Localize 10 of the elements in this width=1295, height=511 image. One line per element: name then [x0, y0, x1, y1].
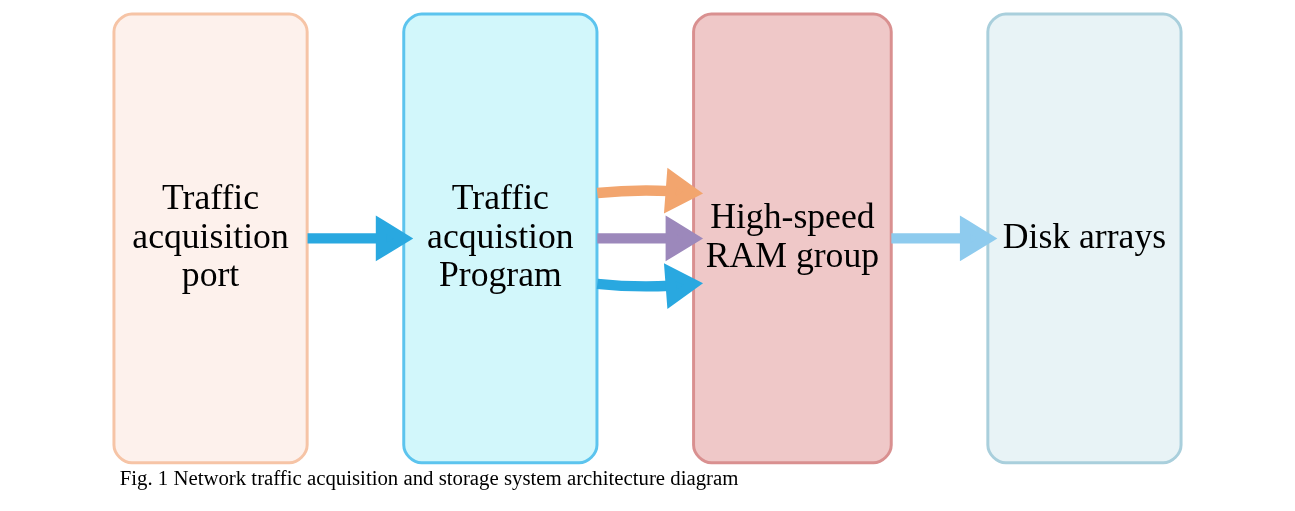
arrow: [597, 215, 704, 262]
arrow: [596, 263, 704, 309]
arrow: [596, 167, 704, 214]
arrow: [307, 215, 414, 262]
node-box: Disk arrays: [986, 12, 1183, 465]
arrow: [891, 215, 998, 262]
node-box: Traffic acquisition port: [112, 12, 309, 465]
node-box: High-speed RAM group: [692, 12, 893, 465]
node-box: Traffic acquistion Program: [402, 12, 599, 465]
caption: Fig. 1 Network traffic acquisition and storage system architecture diagram: [119, 466, 739, 490]
